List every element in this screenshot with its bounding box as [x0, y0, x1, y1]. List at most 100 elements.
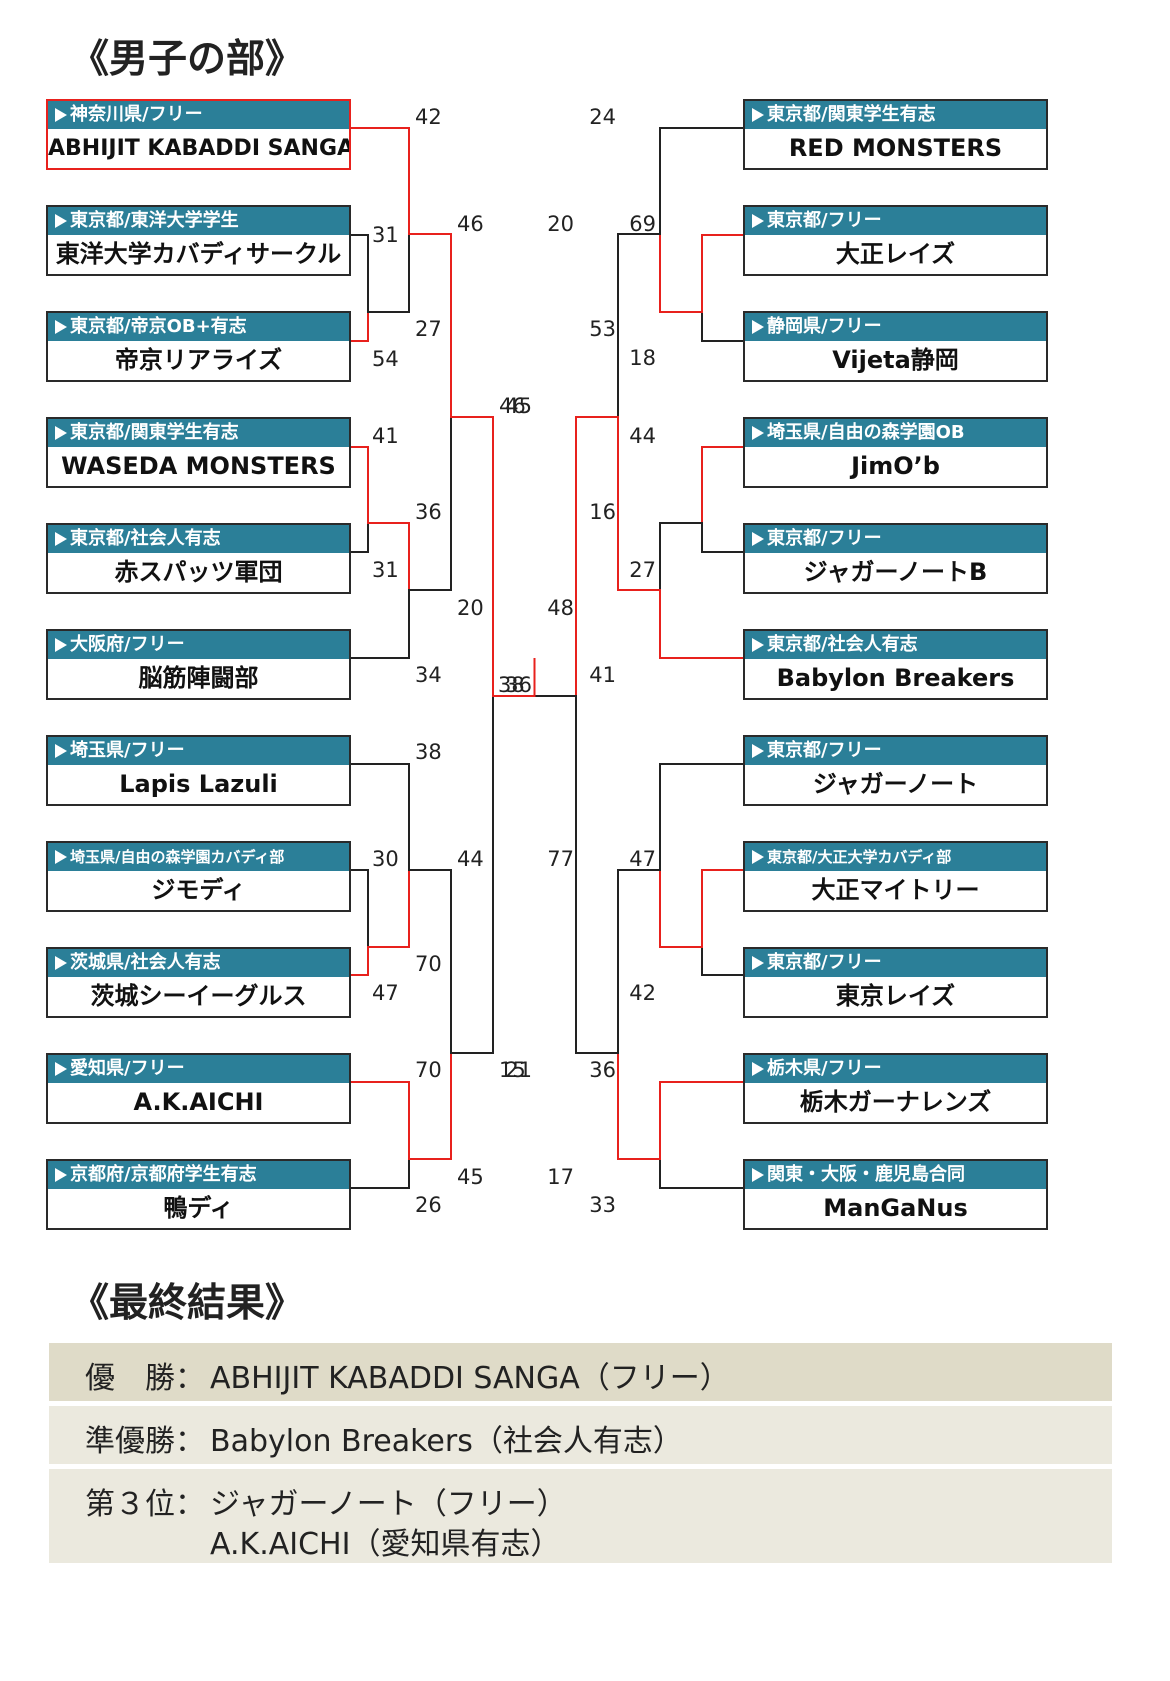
team-prefecture-header: 東京都/フリー — [745, 207, 1046, 235]
score-m1-a: 31 — [372, 223, 399, 247]
result-label-runner-up: 準優勝： — [85, 1424, 205, 1459]
team-prefecture-label: 埼玉県/自由の森学園カバディ部 — [70, 848, 285, 866]
play-triangle-icon — [55, 426, 67, 440]
score-m17-b: 33 — [589, 1193, 616, 1217]
score-m2-b: 31 — [372, 558, 399, 582]
team-box-r8: 東京都/大正大学カバディ部大正マイトリー — [743, 841, 1048, 912]
score-m5-b: 34 — [415, 663, 442, 687]
team-name: 大正レイズ — [835, 240, 956, 268]
team-name: ABHIJIT KABADDI SANGA — [48, 136, 349, 161]
team-box-r3: 静岡県/フリー Vijeta静岡 — [743, 311, 1048, 382]
play-triangle-icon — [55, 1062, 67, 1076]
score-m9-a: 44 — [457, 847, 484, 871]
score-m14-b: 53 — [589, 317, 616, 341]
play-triangle-icon — [55, 956, 67, 970]
team-box-r9: 東京都/フリー東京レイズ — [743, 947, 1048, 1018]
play-triangle-icon — [55, 850, 67, 864]
play-triangle-icon — [55, 1168, 67, 1182]
team-prefecture-header: 東京都/東洋大学学生 — [48, 207, 349, 235]
team-prefecture-label: 埼玉県/フリー — [70, 740, 185, 761]
score-m1-b: 54 — [372, 347, 399, 371]
play-triangle-icon — [752, 744, 764, 758]
team-prefecture-header: 東京都/フリー — [745, 737, 1046, 765]
score-m19-a: 77 — [547, 847, 574, 871]
team-prefecture-label: 東京都/大正大学カバディ部 — [767, 848, 952, 866]
score-m3-a: 30 — [372, 847, 399, 871]
score-m2-a: 41 — [372, 424, 399, 448]
team-box-r11: 関東・大阪・鹿児島合同 ManGaNus — [743, 1159, 1048, 1230]
score-m8-b: 20 — [457, 596, 484, 620]
team-prefecture-label: 埼玉県/自由の森学園OB — [767, 422, 965, 443]
team-box-r10: 栃木県/フリー栃木ガーナレンズ — [743, 1053, 1048, 1124]
score-m4-a: 42 — [415, 105, 442, 129]
team-prefecture-label: 静岡県/フリー — [767, 316, 882, 337]
team-prefecture-header: 関東・大阪・鹿児島合同 — [745, 1161, 1046, 1189]
team-prefecture-label: 東京都/関東学生有志 — [767, 104, 936, 125]
team-prefecture-header: 東京都/社会人有志 — [745, 631, 1046, 659]
score-m20-b: 21 — [505, 1058, 532, 1082]
team-name: 大正マイトリー — [811, 876, 980, 904]
score-m15-a: 16 — [589, 500, 616, 524]
score-m12-a: 44 — [629, 424, 656, 448]
play-triangle-icon — [55, 108, 67, 122]
team-name: Vijeta静岡 — [832, 346, 959, 374]
team-prefecture-header: 栃木県/フリー — [745, 1055, 1046, 1083]
team-box-l1: 神奈川県/フリー ABHIJIT KABADDI SANGA — [46, 99, 351, 170]
team-prefecture-header: 静岡県/フリー — [745, 313, 1046, 341]
score-m13-a: 47 — [629, 847, 656, 871]
team-name: 茨城シーイーグルス — [90, 982, 307, 1010]
score-m5-a: 36 — [415, 500, 442, 524]
team-prefecture-label: 京都府/京都府学生有志 — [70, 1164, 257, 1185]
team-name: ジャガーノートB — [803, 558, 988, 586]
score-m7-b: 26 — [415, 1193, 442, 1217]
team-name: 鴨ディ — [163, 1194, 234, 1222]
play-triangle-icon — [752, 532, 764, 546]
result-value-third-place-2: A.K.AICHI（愛知県有志） — [210, 1527, 561, 1562]
team-name: 東京レイズ — [835, 982, 956, 1010]
team-box-l4: 東京都/関東学生有志 WASEDA MONSTERS — [46, 417, 351, 488]
score-m18-a: 20 — [547, 212, 574, 236]
bracket-lines — [350, 127, 744, 1189]
score-m3-b: 47 — [372, 981, 399, 1005]
team-prefecture-header: 東京都/関東学生有志 — [48, 419, 349, 447]
score-m19-b: 17 — [547, 1165, 574, 1189]
team-prefecture-header: 大阪府/フリー — [48, 631, 349, 659]
team-prefecture-label: 神奈川県/フリー — [70, 104, 203, 125]
score-m7-a: 70 — [415, 1058, 442, 1082]
team-prefecture-header: 東京都/帝京OB+有志 — [48, 313, 349, 341]
team-name: ManGaNus — [823, 1194, 968, 1222]
score-final-b: 36 — [505, 673, 532, 697]
team-name: A.K.AICHI — [133, 1088, 264, 1116]
team-name: 脳筋陣闘部 — [138, 664, 259, 692]
result-row-champion: 優 勝： ABHIJIT KABADDI SANGA（フリー） — [49, 1343, 1112, 1401]
score-m9-b: 45 — [457, 1165, 484, 1189]
team-name: WASEDA MONSTERS — [61, 452, 336, 480]
team-prefecture-label: 茨城県/社会人有志 — [70, 952, 221, 973]
team-name: 栃木ガーナレンズ — [799, 1088, 992, 1116]
score-m17-a: 36 — [589, 1058, 616, 1082]
team-prefecture-header: 埼玉県/自由の森学園カバディ部 — [48, 843, 349, 871]
team-name: JimO’b — [851, 452, 940, 480]
team-name: 帝京リアライズ — [114, 346, 283, 374]
team-name: RED MONSTERS — [788, 134, 1003, 162]
team-prefecture-header: 埼玉県/フリー — [48, 737, 349, 765]
team-box-r4: 埼玉県/自由の森学園OB JimO’b — [743, 417, 1048, 488]
score-m10-b: 15 — [499, 1058, 526, 1082]
score-m11-a: 69 — [629, 212, 656, 236]
team-prefecture-label: 東京都/フリー — [767, 952, 882, 973]
result-label-champion: 優 勝： — [85, 1361, 205, 1396]
team-box-l6: 大阪府/フリー脳筋陣闘部 — [46, 629, 351, 700]
team-prefecture-label: 東京都/社会人有志 — [767, 634, 918, 655]
team-prefecture-header: 京都府/京都府学生有志 — [48, 1161, 349, 1189]
play-triangle-icon — [752, 1168, 764, 1182]
score-m12-b: 27 — [629, 558, 656, 582]
team-prefecture-label: 東京都/フリー — [767, 740, 882, 761]
team-prefecture-label: 東京都/東洋大学学生 — [70, 210, 239, 231]
score-m15-b: 41 — [589, 663, 616, 687]
score-final-a: 38 — [498, 673, 525, 697]
team-prefecture-header: 東京都/フリー — [745, 949, 1046, 977]
team-box-r2: 東京都/フリー大正レイズ — [743, 205, 1048, 276]
